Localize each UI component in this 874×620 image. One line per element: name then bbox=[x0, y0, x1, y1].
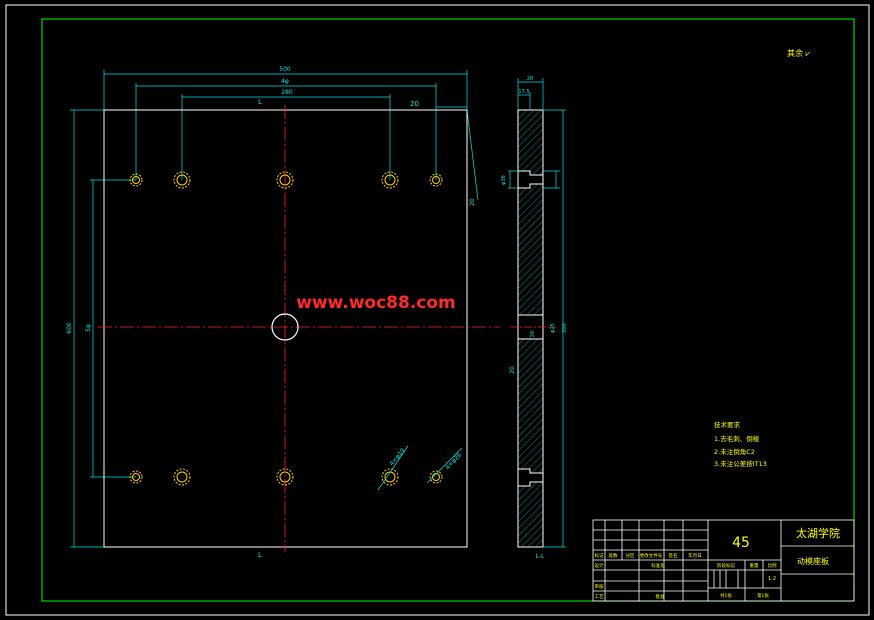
plate-outline bbox=[103, 109, 468, 548]
drawing-outer-border bbox=[5, 4, 870, 616]
section-dim-left-mid: 20 bbox=[530, 331, 536, 337]
part-name: 动模座板 bbox=[797, 556, 829, 566]
plan-dimension-lines bbox=[70, 70, 479, 548]
hole bbox=[129, 173, 143, 187]
material: 45 bbox=[732, 535, 750, 551]
review-label: 审核 bbox=[595, 583, 604, 590]
section-dim-center: φ25 bbox=[550, 323, 556, 333]
scale-value: 1:2 bbox=[768, 576, 776, 582]
section-hole-bottom-narrow bbox=[530, 473, 543, 482]
scale-label: 比例 bbox=[768, 562, 777, 569]
section-label: L-L bbox=[536, 553, 545, 560]
dim-inner-hole-spacing: 280 bbox=[281, 89, 293, 96]
center-hole bbox=[271, 313, 299, 341]
header-cell: 更改文件号 bbox=[640, 552, 663, 559]
hole bbox=[429, 173, 443, 187]
hole-callout-leaders bbox=[377, 445, 463, 491]
header-cell: 处数 bbox=[609, 552, 618, 559]
technical-requirements: 技术要求 1.去毛刺、倒棱 2.未注倒角C2 3.未注公差按IT13 bbox=[714, 420, 767, 468]
section-mark-top-left: L bbox=[258, 98, 262, 106]
section-dim-hole-top: φ36 bbox=[501, 175, 507, 185]
dim-overall-height: 600 bbox=[66, 322, 73, 334]
hole bbox=[173, 171, 191, 189]
hole-callout-2: 4×φ26 bbox=[444, 451, 463, 471]
hole bbox=[276, 171, 294, 189]
section-outline bbox=[517, 109, 544, 548]
dim-right-edge: 20 bbox=[469, 198, 476, 206]
drawing-frame bbox=[41, 18, 855, 602]
design-label: 设计 bbox=[595, 562, 604, 569]
section-dim-thickness: 20 bbox=[527, 76, 533, 82]
dim-overall-width: 500 bbox=[279, 66, 291, 73]
dim-hole-height: 5φ bbox=[85, 324, 92, 332]
note-item: 1.去毛刺、倒棱 bbox=[714, 434, 760, 443]
hole-callout-1: 4×φ10 bbox=[388, 447, 407, 467]
watermark-text: www.woc88.com bbox=[296, 293, 456, 313]
hole bbox=[129, 470, 143, 484]
approve-label: 批准 bbox=[656, 593, 665, 600]
note-item: 2.未注倒角C2 bbox=[714, 447, 755, 456]
header-cell: 年月日 bbox=[688, 552, 702, 559]
section-hole-top bbox=[518, 171, 530, 188]
section-hole-bottom bbox=[518, 469, 530, 486]
section-view: 20 17.5 φ36 φ25 200 20 20 L-L bbox=[501, 76, 568, 560]
mounting-holes bbox=[129, 171, 443, 486]
header-cell: 分区 bbox=[626, 552, 635, 559]
hole bbox=[429, 470, 443, 484]
hole bbox=[381, 171, 399, 189]
dim-right-small: 20 bbox=[410, 100, 419, 108]
section-dim-right: 200 bbox=[562, 323, 568, 333]
school-name: 太湖学院 bbox=[796, 526, 840, 540]
dim-outer-hole-spacing: 4φ bbox=[281, 78, 289, 85]
title-block: 45 太湖学院 动模座板 标记 处数 分区 更改文件号 签名 年月日 设计 标准… bbox=[592, 519, 855, 602]
section-dim-inner: 17.5 bbox=[518, 89, 529, 95]
plan-view: 500 4φ 280 L 20 20 600 5φ L 4×φ10 4×φ26 … bbox=[66, 66, 500, 559]
sheet-total: 共1张 bbox=[720, 592, 732, 599]
hole bbox=[276, 468, 294, 486]
section-dimension-lines bbox=[508, 78, 566, 548]
header-cell: 标记 bbox=[595, 552, 604, 559]
note-item: 3.未注公差按IT13 bbox=[714, 459, 767, 468]
hole bbox=[381, 468, 399, 486]
section-dim-left: 20 bbox=[509, 366, 516, 374]
notes-title: 技术要求 bbox=[714, 420, 741, 429]
section-hole-top-narrow bbox=[530, 175, 543, 184]
weight-label: 重量 bbox=[750, 562, 759, 569]
section-mark-bottom: L bbox=[258, 551, 262, 559]
standardization-label: 标准化 bbox=[651, 562, 665, 569]
process-label: 工艺 bbox=[595, 594, 604, 600]
header-cell: 签名 bbox=[669, 552, 678, 559]
sheet-number: 第1张 bbox=[757, 592, 769, 599]
roughness-note: 其余 ⩗ bbox=[787, 48, 811, 58]
stage-marks-label: 阶段标记 bbox=[717, 562, 735, 569]
hole bbox=[173, 468, 191, 486]
